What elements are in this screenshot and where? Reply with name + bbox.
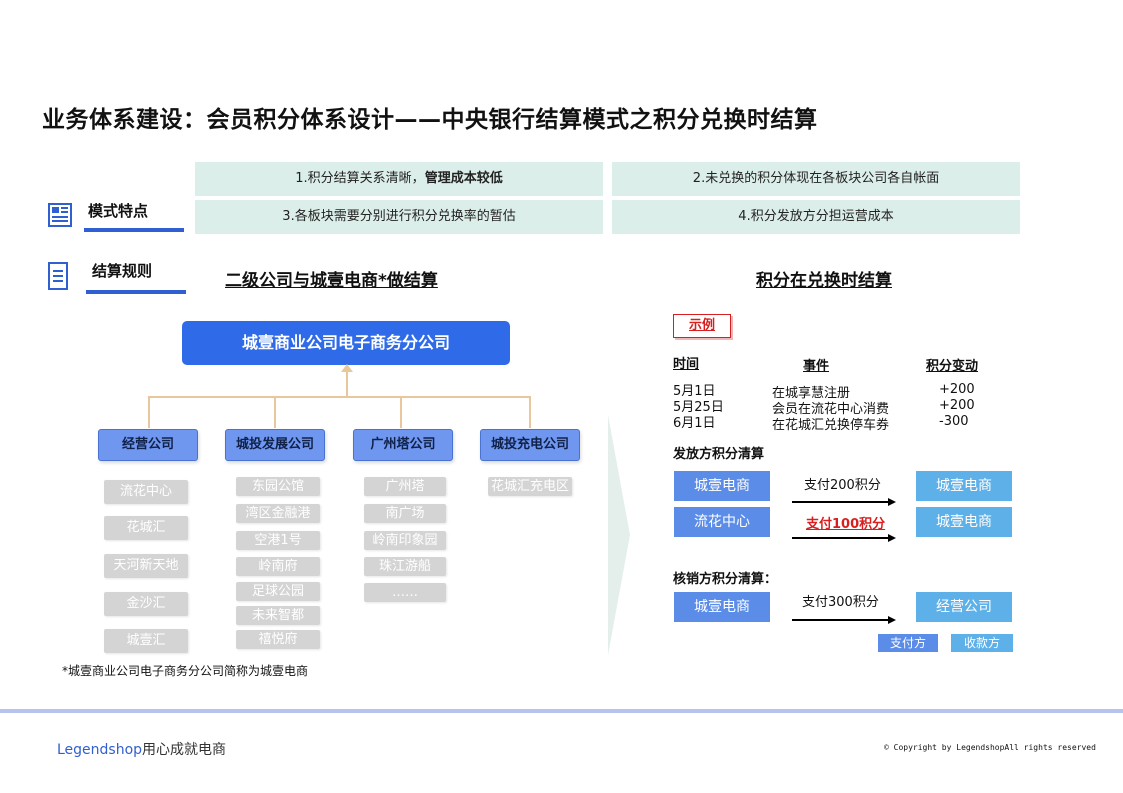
company-box-1: 经营公司 [98,429,198,461]
arrowhead-up-icon [341,364,353,372]
footer-brand: Legendshop用心成就电商 [57,739,226,759]
rules-label: 结算规则 [92,262,153,280]
sub-item: 空港1号 [236,531,320,550]
example-tag-label: 示例 [688,318,715,333]
sub-item: 广州塔 [364,477,446,496]
feature-item-3: 3.各板块需要分别进行积分兑换率的暂估 [195,200,603,234]
sub-item: 花城汇充电区 [488,477,572,496]
sub-item: 花城汇 [104,516,188,540]
arrow-right-icon [792,492,896,511]
sub-item: 湾区金融港 [236,504,320,523]
sub-item: 岭南府 [236,557,320,576]
feature-item-1: 1.积分结算关系清晰，管理成本较低 [195,162,603,196]
row-event: 在城享慧注册 [772,386,851,401]
redeem-title: 核销方积分清算： [673,572,778,587]
row-change: -300 [939,414,969,429]
left-subtitle: 二级公司与城壹电商*做结算 [225,271,438,291]
example-tag: 示例 [673,314,731,338]
connector-drop-4 [529,396,531,428]
connector-drop-2 [274,396,276,428]
header-change: 积分变动 [926,359,979,374]
payee-box: 经营公司 [916,592,1012,622]
page-title: 业务体系建设：会员积分体系设计——中央银行结算模式之积分兑换时结算 [42,107,818,133]
company-box-2: 城投发展公司 [225,429,325,461]
sub-item: 金沙汇 [104,592,188,616]
header-event: 事件 [803,359,830,374]
copyright: © Copyright by LegendshopAll rights rese… [884,743,1096,752]
connector-drop-3 [400,396,402,428]
payee-box: 城壹电商 [916,471,1012,501]
features-label: 模式特点 [88,202,149,220]
layout-icon [48,203,72,231]
chevron-divider [608,415,630,655]
sub-item: 城壹汇 [104,629,188,653]
arrow-right-icon [792,610,896,629]
features-underline [84,228,184,232]
feature-item-2: 2.未兑换的积分体现在各板块公司各自帐面 [612,162,1020,196]
sub-item: 南广场 [364,504,446,523]
org-top-box: 城壹商业公司电子商务分公司 [182,321,510,365]
sub-item: 足球公园 [236,582,320,601]
flow-label: 支付300积分 [802,595,879,610]
row-time: 5月25日 [673,400,724,415]
legend-payee: 收款方 [951,634,1013,652]
sub-item: 禧悦府 [236,630,320,649]
row-change: +200 [939,398,975,413]
company-box-3: 广州塔公司 [353,429,453,461]
issue-title: 发放方积分清算 [673,447,765,462]
row-event: 会员在流花中心消费 [772,402,890,417]
payer-box: 城壹电商 [674,592,770,622]
payer-box: 流花中心 [674,507,770,537]
sub-item: …… [364,583,446,602]
sub-item: 天河新天地 [104,554,188,578]
sub-item: 珠江游船 [364,557,446,576]
sub-item: 未来智都 [236,606,320,625]
row-time: 5月1日 [673,384,716,399]
footnote: *城壹商业公司电子商务分公司简称为城壹电商 [62,664,309,678]
rules-underline [86,290,186,294]
connector-horizontal [148,396,530,398]
arrow-right-icon [792,528,896,547]
row-event: 在花城汇兑换停车券 [772,418,890,433]
flow-label-highlight: 支付100积分 [806,517,886,532]
connector-drop-1 [148,396,150,428]
brand-name: Legendshop [57,742,143,758]
payee-box: 城壹电商 [916,507,1012,537]
sub-item: 东园公馆 [236,477,320,496]
flow-label: 支付200积分 [804,478,881,493]
document-icon [48,262,68,294]
brand-slogan: 用心成就电商 [142,742,227,758]
feature-item-4: 4.积分发放方分担运营成本 [612,200,1020,234]
row-change: +200 [939,382,975,397]
header-time: 时间 [673,357,700,372]
sub-item: 流花中心 [104,480,188,504]
connector-vertical [346,366,348,396]
right-subtitle: 积分在兑换时结算 [756,271,892,291]
company-box-4: 城投充电公司 [480,429,580,461]
footer-divider [0,709,1123,713]
legend-payer: 支付方 [878,634,938,652]
sub-item: 岭南印象园 [364,531,446,550]
payer-box: 城壹电商 [674,471,770,501]
row-time: 6月1日 [673,416,716,431]
